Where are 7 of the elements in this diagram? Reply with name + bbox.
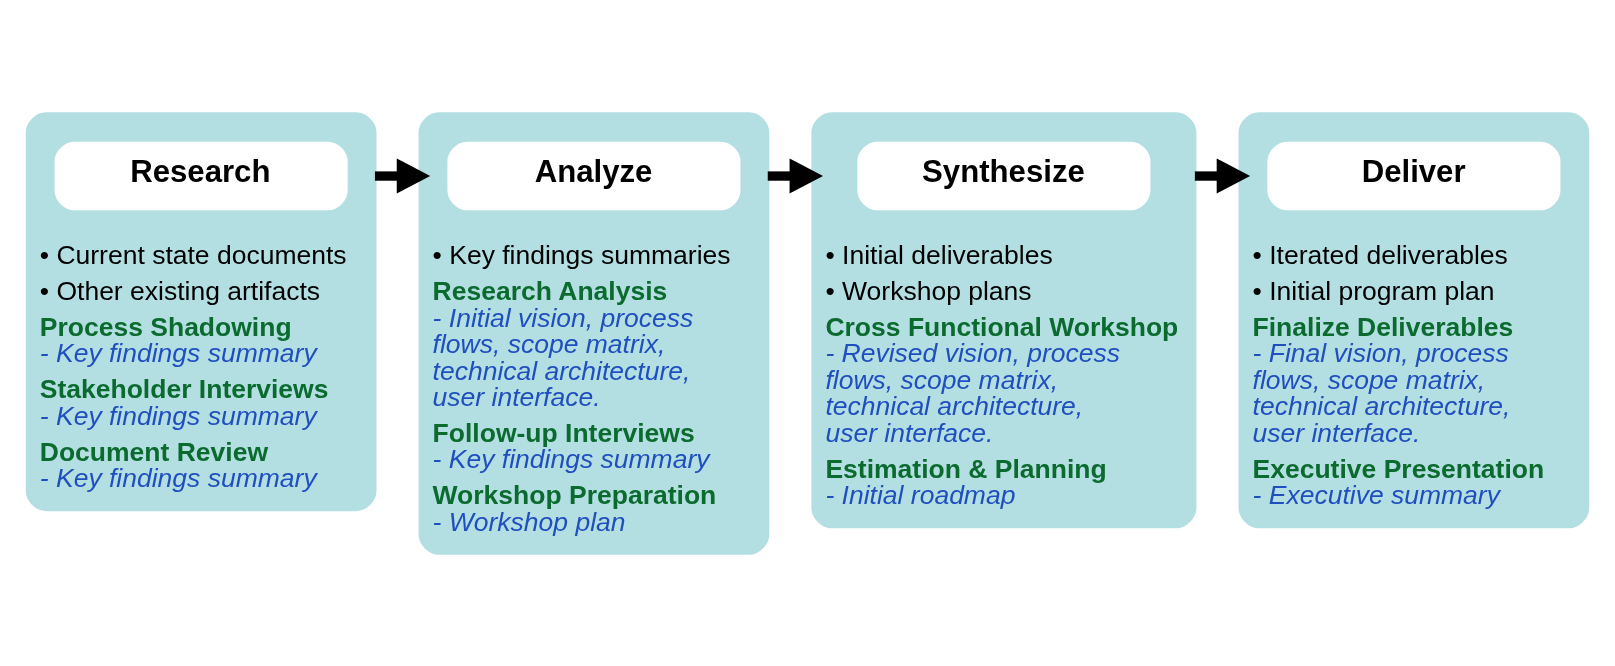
- arrow: [1194, 158, 1251, 194]
- node-box: Research: [54, 141, 348, 210]
- node-box: Deliver: [1267, 141, 1561, 210]
- node-box: Synthesize: [857, 141, 1151, 210]
- arrow: [767, 158, 823, 194]
- arrow: [374, 158, 431, 194]
- node-box: Analyze: [447, 141, 741, 210]
